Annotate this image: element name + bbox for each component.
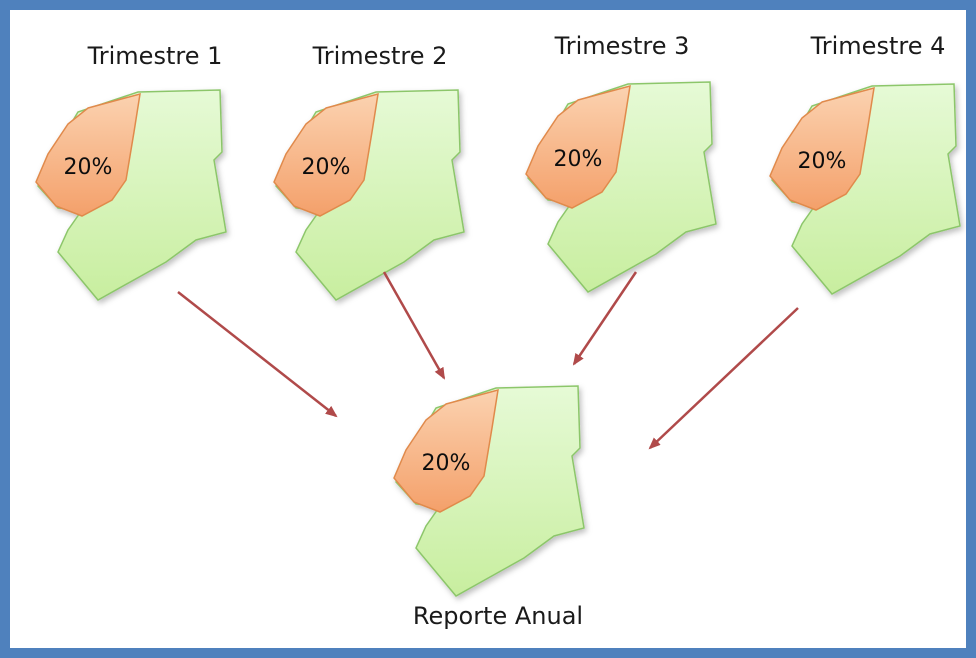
arrow-quarter-3 [572,271,638,366]
quarter-2-highlight [273,92,379,217]
quarter-1: Trimestre 1 20% [35,42,227,301]
annual-report: 20% Reporte Anual [393,385,585,630]
quarter-2-share: 20% [302,155,351,180]
quarter-3-highlight [525,84,631,209]
quarter-4-highlight [769,86,875,211]
quarter-3-share: 20% [554,147,603,172]
quarter-4-label: Trimestre 4 [810,32,946,60]
quarter-1-share: 20% [64,155,113,180]
flow-diagram: Trimestre 1 20% Trimestre 2 20% Trimestr… [35,32,961,630]
quarter-1-highlight [35,92,141,217]
quarter-1-label: Trimestre 1 [87,42,223,70]
quarter-4-share: 20% [798,149,847,174]
quarter-2-label: Trimestre 2 [312,42,448,70]
quarter-3-label: Trimestre 3 [554,32,690,60]
quarter-3: Trimestre 3 20% [525,32,717,293]
arrow-quarter-4 [648,307,799,450]
quarter-4: Trimestre 4 20% [769,32,961,295]
annual-highlight [393,388,499,513]
quarter-2: Trimestre 2 20% [273,42,465,301]
annual-label: Reporte Anual [413,602,583,630]
annual-share: 20% [422,451,471,476]
arrow-quarter-2 [382,271,446,380]
arrow-quarter-1 [177,291,338,418]
arrows [177,271,799,450]
